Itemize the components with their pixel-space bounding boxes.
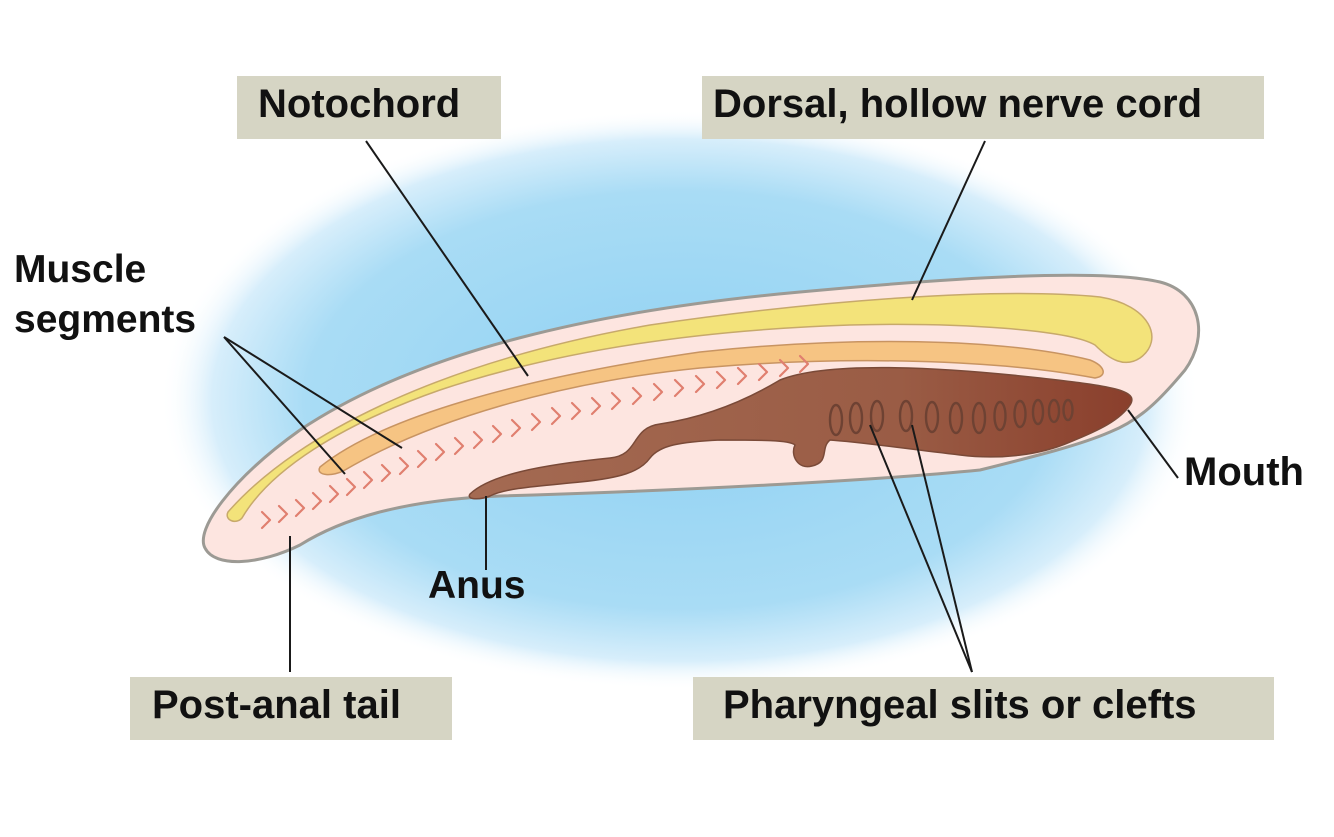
muscle-segment [778, 358, 790, 378]
muscle-segment [798, 354, 810, 374]
pharyngeal-slit [898, 399, 914, 433]
notochord-shape [318, 340, 1104, 476]
muscle-leader-2 [223, 336, 403, 449]
muscle-label-line1: Muscle [14, 248, 146, 291]
muscle-segment [530, 412, 542, 432]
muscle-segment [380, 463, 392, 483]
muscle-segment [510, 418, 522, 438]
pharyngeal-slit [1031, 398, 1045, 426]
pharyngeal-slit [848, 401, 864, 435]
tail-label: Post-anal tail [152, 683, 401, 727]
nerve-cord-label-box [702, 76, 1264, 139]
muscle-segment [328, 484, 340, 504]
nerve-cord-shape [226, 292, 1153, 523]
pharyngeal-slit [869, 399, 885, 433]
muscle-segment [345, 477, 357, 497]
muscle-segment [311, 491, 323, 511]
notochord-label-box [237, 76, 501, 139]
mouth-label: Mouth [1184, 450, 1304, 494]
pharyngeal-slit [971, 401, 987, 435]
pharyngeal-slit [828, 403, 844, 437]
pharyngeal-label: Pharyngeal slits or clefts [723, 683, 1197, 727]
muscle-segment [491, 424, 503, 444]
pharyngeal-slit [1047, 398, 1061, 424]
muscle-segment [398, 456, 410, 476]
muscle-segment [434, 442, 446, 462]
muscle-segment [260, 510, 272, 530]
muscle-segment [631, 386, 643, 406]
muscle-segment [715, 370, 727, 390]
pharyngeal-slit [993, 400, 1007, 432]
gut-shape [468, 366, 1133, 500]
pharyngeal-slit [924, 400, 940, 434]
muscle-segment [610, 391, 622, 411]
nerve-cord-leader [911, 140, 986, 301]
nerve-cord-label: Dorsal, hollow nerve cord [713, 82, 1202, 126]
muscle-segment [652, 382, 664, 402]
pharyngeal-slit [948, 401, 964, 435]
muscle-segment [472, 430, 484, 450]
notochord-label: Notochord [258, 82, 460, 126]
pharyngeal-leader-2 [911, 424, 973, 673]
tail-label-box [130, 677, 452, 740]
muscle-segment [694, 374, 706, 394]
muscle-segment [550, 406, 562, 426]
muscle-segment [736, 366, 748, 386]
muscle-segment [416, 449, 428, 469]
muscle-segment [277, 504, 289, 524]
pharyngeal-label-box [693, 677, 1274, 740]
pharyngeal-slit [1062, 398, 1074, 422]
muscle-leader-1 [223, 336, 346, 475]
muscle-segment [590, 396, 602, 416]
mouth-leader [1127, 409, 1179, 479]
muscle-label-line2: segments [14, 298, 196, 341]
muscle-segment [757, 362, 769, 382]
muscle-segment [362, 470, 374, 490]
anus-label: Anus [428, 564, 526, 607]
muscle-segment [673, 378, 685, 398]
muscle-segment [294, 498, 306, 518]
muscle-segments-group [260, 354, 810, 530]
pharyngeal-leader-1 [869, 424, 973, 673]
pharyngeal-slits-group [828, 398, 1074, 437]
pharyngeal-slit [1013, 399, 1027, 429]
notochord-leader [365, 140, 529, 377]
muscle-segment [570, 401, 582, 421]
muscle-segment [453, 436, 465, 456]
